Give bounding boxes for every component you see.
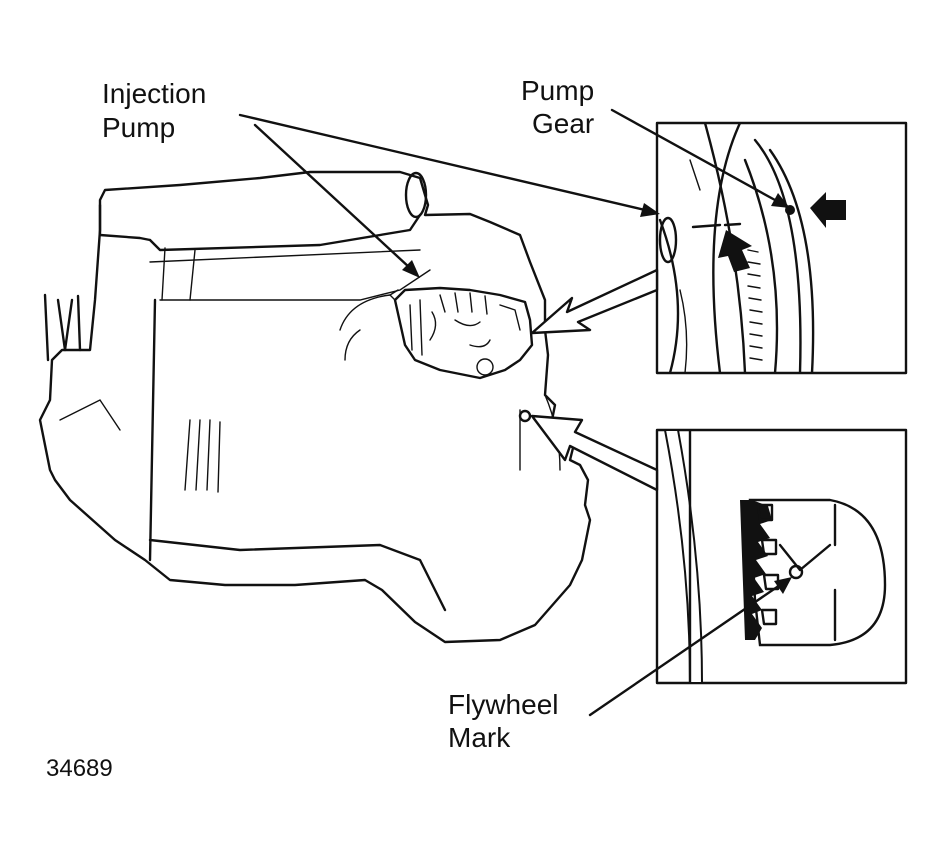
engine-body xyxy=(38,170,592,644)
pump-gear-label-line2: Gear xyxy=(532,108,594,139)
mark-arrow-up xyxy=(718,230,752,272)
injection-pump-label-line1: Injection xyxy=(102,78,206,109)
leader-lines xyxy=(238,108,792,717)
injection-pump xyxy=(388,286,534,380)
injection-pump-label-line2: Pump xyxy=(102,112,175,143)
mark-arrow-left xyxy=(810,192,846,228)
callout-arrow-top xyxy=(530,268,659,335)
flywheel-mark-label-line2: Mark xyxy=(448,722,511,753)
figure-number: 34689 xyxy=(46,755,113,782)
pump-gear-label-line1: Pump xyxy=(521,75,594,106)
callout-arrow-bottom xyxy=(530,414,659,492)
flywheel-inset xyxy=(655,428,908,685)
pump-gear-inset xyxy=(655,121,908,375)
flywheel-mark-label-line1: Flywheel xyxy=(448,689,558,720)
